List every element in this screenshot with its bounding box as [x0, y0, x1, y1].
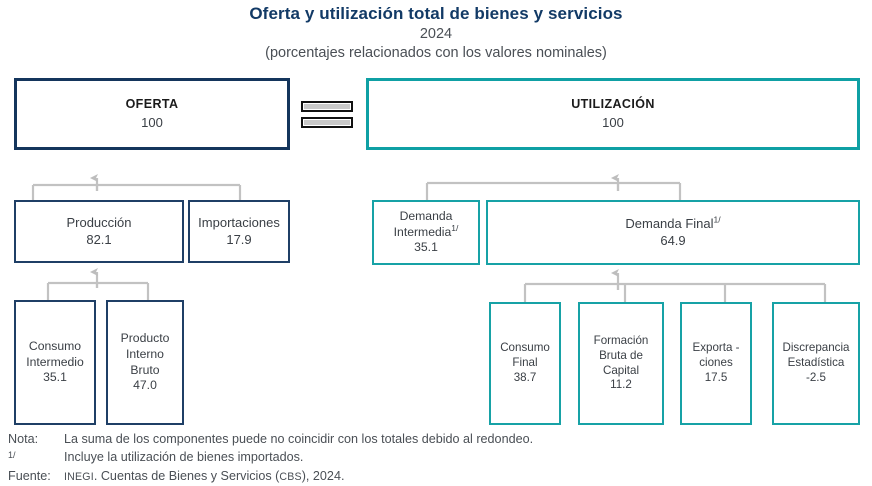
- box-formacion-bruta-capital[interactable]: Formación Bruta de Capital 11.2: [578, 302, 664, 425]
- box-exportaciones-line2: ciones: [699, 356, 733, 370]
- box-producto-interno-bruto[interactable]: Producto Interno Bruto 47.0: [106, 300, 184, 425]
- box-consumo-intermedio[interactable]: Consumo Intermedio 35.1: [14, 300, 96, 425]
- footnote-marker: 1/: [713, 214, 721, 225]
- box-utilizacion-label: UTILIZACIÓN: [571, 97, 655, 112]
- box-demanda-intermedia-line2: Intermedia1/: [393, 222, 459, 239]
- equals-bar-top: [301, 101, 353, 112]
- box-demanda-final-label: Demanda Final1/: [625, 214, 721, 231]
- box-importaciones[interactable]: Importaciones 17.9: [188, 200, 290, 263]
- footnote-source-text: INEGI. Cuentas de Bienes y Servicios (CB…: [64, 467, 868, 485]
- footnote-nota-text: La suma de los componentes puede no coin…: [64, 432, 534, 446]
- box-oferta-total[interactable]: OFERTA 100: [14, 78, 290, 150]
- box-importaciones-value: 17.9: [226, 231, 252, 247]
- box-fbk-value: 11.2: [610, 378, 632, 392]
- box-consumo-intermedio-value: 35.1: [43, 370, 67, 385]
- box-produccion-label: Producción: [66, 214, 132, 230]
- footnotes: Nota: La suma de los componentes puede n…: [8, 430, 868, 485]
- box-consumo-intermedio-line2: Intermedio: [26, 354, 84, 369]
- footnote-source: Fuente: INEGI. Cuentas de Bienes y Servi…: [8, 467, 868, 485]
- page-subtitle-units: (porcentajes relacionados con los valore…: [265, 45, 607, 61]
- box-produccion[interactable]: Producción 82.1: [14, 200, 184, 263]
- box-utilizacion-value: 100: [602, 115, 624, 131]
- box-produccion-value: 82.1: [86, 231, 112, 247]
- box-pib-line1: Producto: [120, 331, 170, 346]
- box-discrepancia-value: -2.5: [806, 370, 826, 384]
- box-demanda-final[interactable]: Demanda Final1/ 64.9: [486, 200, 860, 265]
- box-consumo-final-line1: Consumo: [500, 341, 550, 355]
- box-pib-line3: Bruto: [130, 362, 160, 377]
- box-oferta-label: OFERTA: [125, 97, 179, 112]
- box-discrepancia-line2: Estadística: [787, 356, 845, 370]
- footnote-ref-tag: 1/: [8, 450, 16, 461]
- box-discrepancia-estadistica[interactable]: Discrepancia Estadística -2.5: [772, 302, 860, 425]
- box-utilizacion-total[interactable]: UTILIZACIÓN 100: [366, 78, 860, 150]
- source-end: ), 2024.: [301, 468, 345, 483]
- box-exportaciones-line1: Exporta -: [692, 341, 740, 355]
- box-exportaciones[interactable]: Exporta - ciones 17.5: [680, 302, 752, 425]
- page-title: Oferta y utilización total de bienes y s…: [249, 4, 623, 23]
- box-pib-line2: Interno: [126, 346, 164, 361]
- box-demanda-intermedia-line1: Demanda: [399, 209, 453, 224]
- footnote-marker: 1/: [451, 222, 459, 233]
- equals-bar-bottom: [301, 117, 353, 128]
- source-mid: . Cuentas de Bienes y Servicios (: [93, 468, 280, 483]
- box-pib-value: 47.0: [133, 378, 157, 393]
- equals-sign-icon: [301, 101, 353, 128]
- footnote-nota-tag: Nota:: [8, 432, 39, 446]
- box-consumo-final[interactable]: Consumo Final 38.7: [489, 302, 561, 425]
- box-discrepancia-line1: Discrepancia: [782, 341, 850, 355]
- box-importaciones-label: Importaciones: [198, 214, 280, 230]
- box-consumo-final-line2: Final: [512, 356, 538, 370]
- box-demanda-intermedia-value: 35.1: [414, 240, 438, 255]
- footnote-nota: Nota: La suma de los componentes puede n…: [8, 430, 868, 448]
- box-fbk-line1: Formación: [593, 333, 649, 347]
- source-org: INEGI: [64, 470, 94, 483]
- footnote-ref: 1/ Incluye la utilización de bienes impo…: [8, 448, 868, 466]
- box-fbk-line2: Bruta de: [599, 348, 643, 362]
- page-subtitle-year: 2024: [419, 26, 453, 42]
- box-consumo-intermedio-line1: Consumo: [28, 339, 82, 354]
- box-consumo-final-value: 38.7: [513, 370, 537, 384]
- box-exportaciones-value: 17.5: [704, 370, 728, 384]
- footnote-source-tag: Fuente:: [8, 468, 51, 483]
- box-oferta-value: 100: [141, 115, 163, 131]
- source-abbr: CBS: [279, 470, 302, 483]
- box-demanda-intermedia[interactable]: Demanda Intermedia1/ 35.1: [372, 200, 480, 265]
- box-fbk-line3: Capital: [602, 363, 640, 377]
- footnote-ref-text: Incluye la utilización de bienes importa…: [64, 450, 304, 465]
- box-demanda-final-value: 64.9: [660, 232, 686, 248]
